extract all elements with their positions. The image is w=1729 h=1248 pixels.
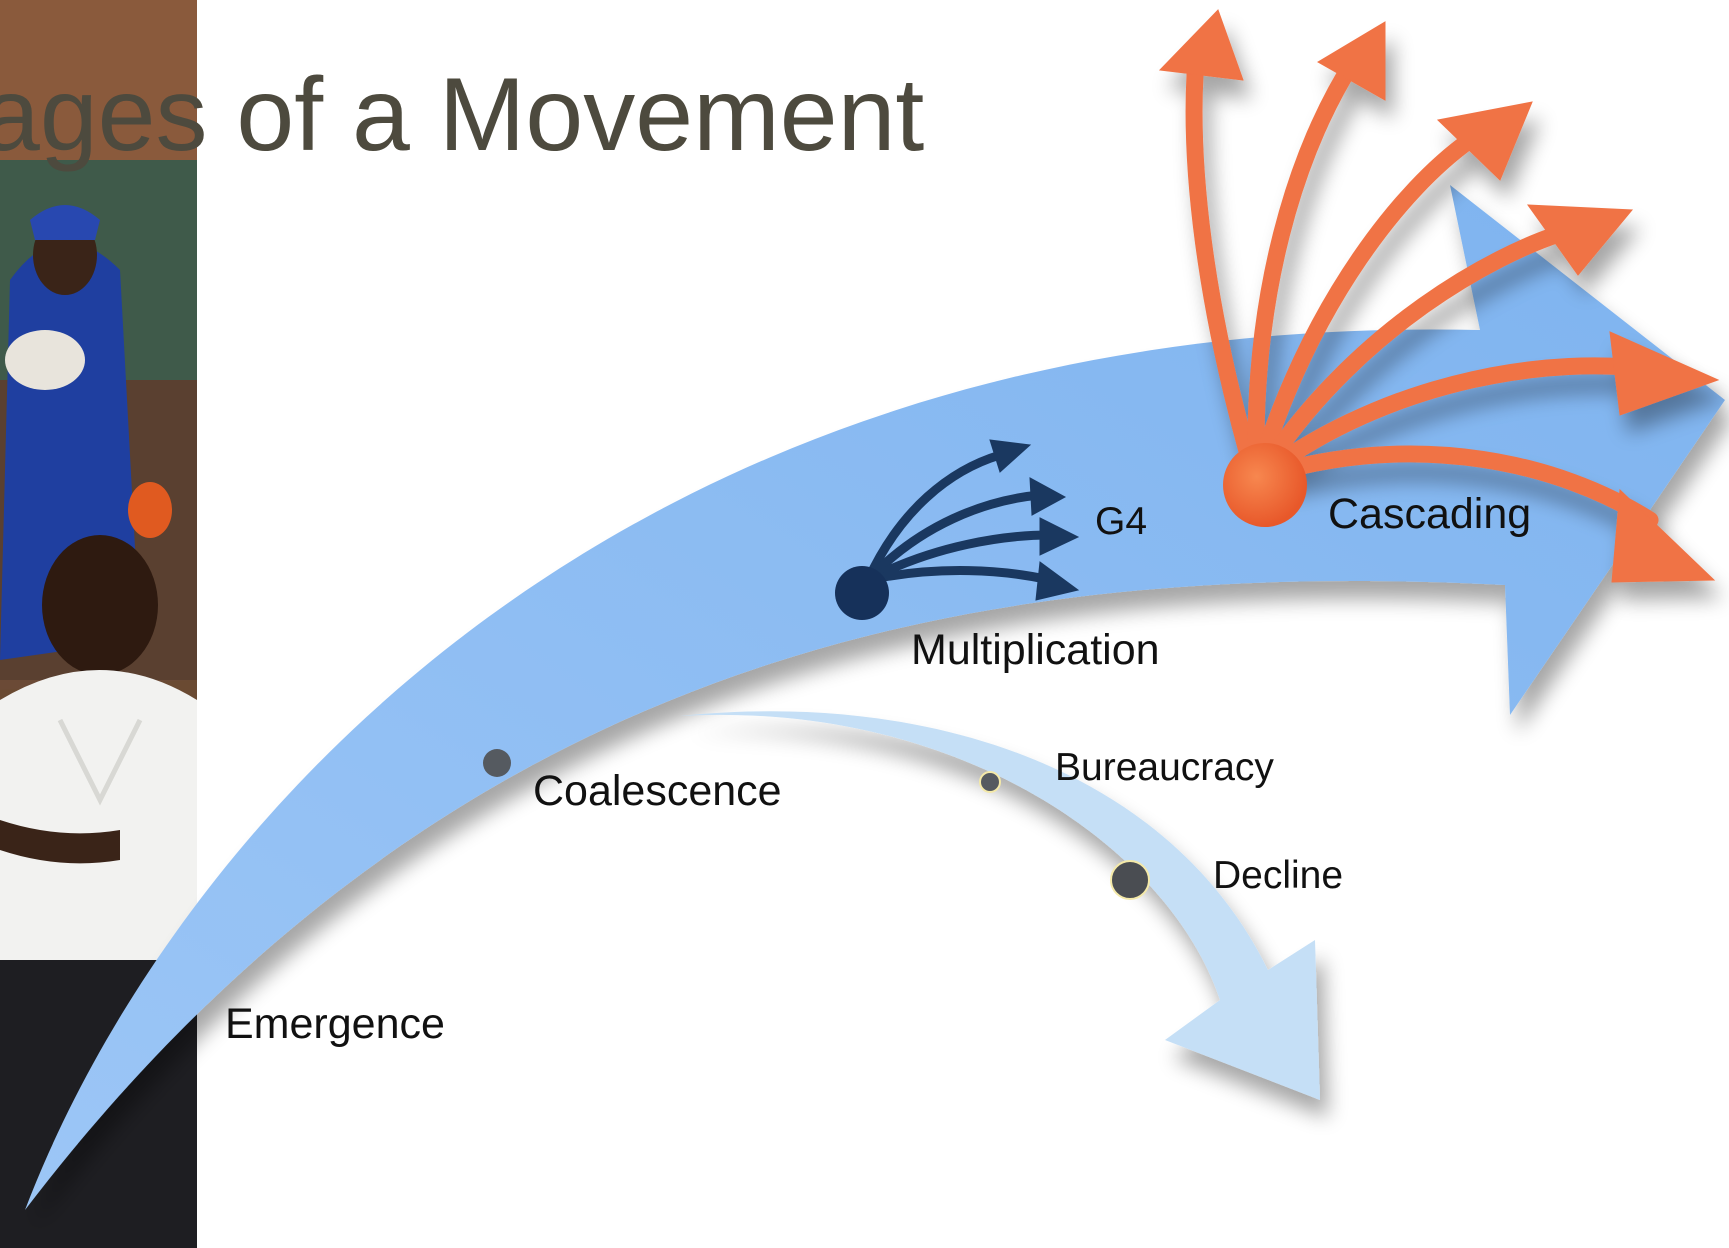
- slide-title: ages of a Movement: [0, 57, 925, 173]
- stage-label-decline: Decline: [1213, 854, 1344, 897]
- stage-label-multiplication: Multiplication: [911, 626, 1160, 674]
- multiplication-dot: [835, 566, 889, 620]
- cascade-arrows: [1158, 9, 1720, 583]
- coalescence-dot: [483, 749, 511, 777]
- main-growth-arrow: [25, 185, 1725, 1210]
- bureaucracy-dot: [979, 771, 1001, 793]
- stage-label-emergence: Emergence: [225, 1000, 445, 1048]
- background-photo: [0, 0, 197, 1248]
- decline-arrow: [680, 711, 1320, 1100]
- stage-label-coalescence: Coalescence: [533, 767, 782, 815]
- multiplication-arrows: [863, 439, 1080, 601]
- cascading-dot: [1223, 443, 1307, 527]
- decline-dot: [1110, 860, 1150, 900]
- stage-label-g4: G4: [1095, 500, 1148, 543]
- stage-label-bureaucracy: Bureaucracy: [1055, 746, 1274, 789]
- stage-label-cascading: Cascading: [1328, 490, 1532, 538]
